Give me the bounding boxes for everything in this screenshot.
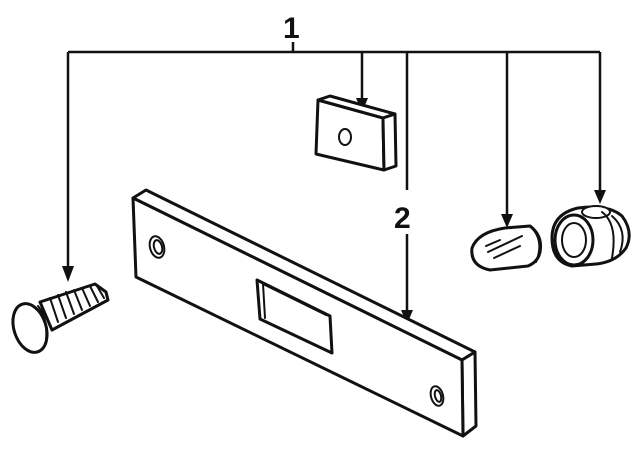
callout-number-1: 1 [283, 12, 300, 45]
screw-icon [11, 282, 110, 354]
bulb-icon [470, 224, 542, 272]
bulb-socket-icon [550, 205, 631, 268]
callout-number-2: 2 [394, 202, 411, 235]
retainer-nut-icon [314, 94, 398, 172]
license-lamp-lens-icon [131, 188, 478, 438]
callout-2-leaders [401, 52, 413, 324]
